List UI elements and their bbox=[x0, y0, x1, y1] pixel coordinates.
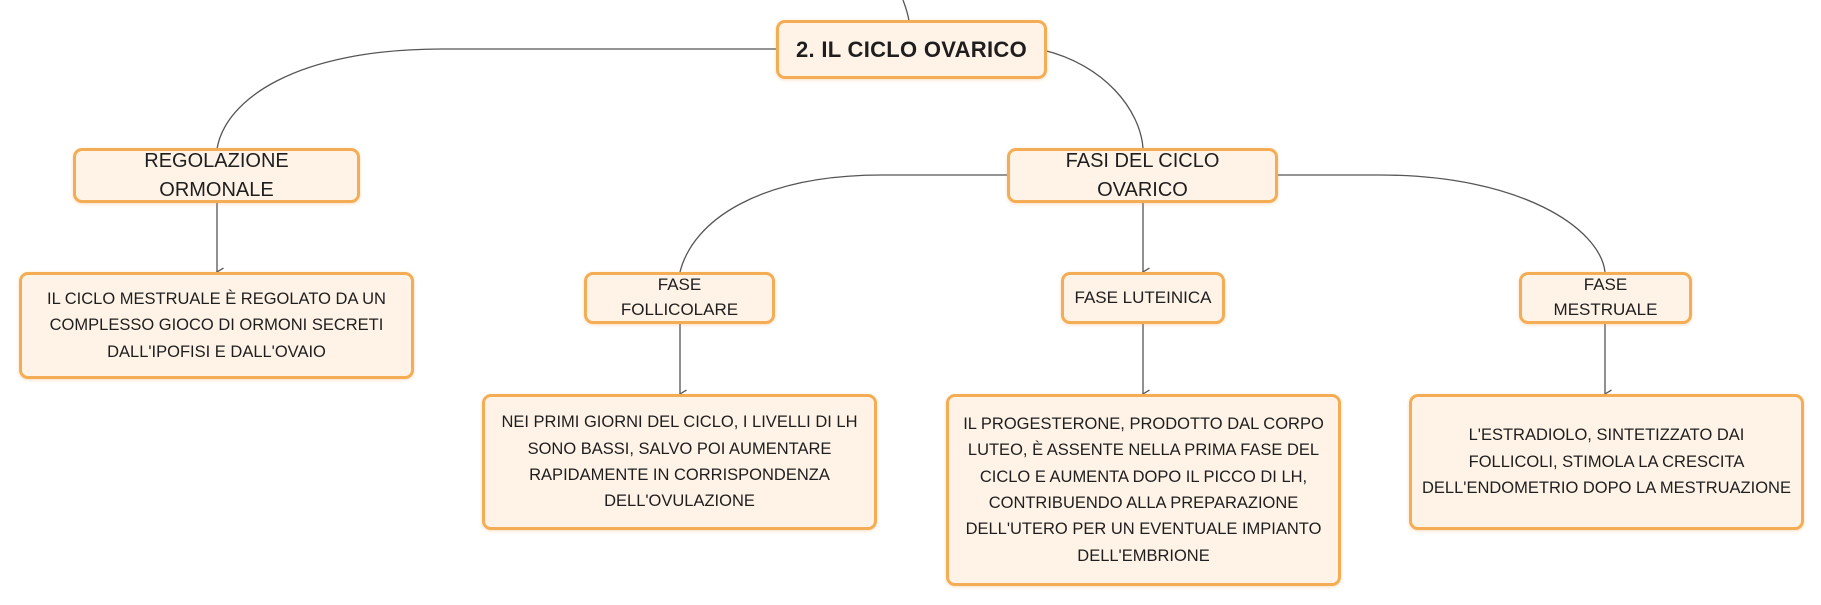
connector-root-phases bbox=[1042, 49, 1144, 149]
phase-follicolare-label: FASE FOLLICOLARE bbox=[620, 275, 739, 319]
phase-follicolare-node[interactable]: FASE FOLLICOLARE bbox=[584, 272, 775, 324]
phase-luteinica-description-text: IL PROGESTERONE, PRODOTTO DAL CORPO LUTE… bbox=[963, 414, 1324, 565]
phase-mestruale-label: FASE MESTRUALE bbox=[1553, 275, 1658, 319]
phase-mestruale-node[interactable]: FASE MESTRUALE bbox=[1519, 272, 1692, 324]
regulation-description-text: IL CICLO MESTRUALE È REGOLATO DA UN COMP… bbox=[47, 289, 386, 361]
phases-node-label: FASI DEL CICLO OVARICO bbox=[1065, 149, 1220, 201]
phase-follicolare-description-text: NEI PRIMI GIORNI DEL CICLO, I LIVELLI DI… bbox=[501, 413, 858, 511]
phase-luteinica-node[interactable]: FASE LUTEINICA bbox=[1061, 272, 1225, 324]
connector-root-regulation bbox=[216, 48, 776, 150]
phases-node[interactable]: FASI DEL CICLO OVARICO bbox=[1007, 148, 1278, 203]
phase-follicolare-description-node[interactable]: NEI PRIMI GIORNI DEL CICLO, I LIVELLI DI… bbox=[482, 394, 877, 530]
phase-mestruale-description-node[interactable]: L'ESTRADIOLO, SINTETIZZATO DAI FOLLICOLI… bbox=[1409, 394, 1804, 530]
incoming-connector bbox=[902, 0, 910, 22]
root-node[interactable]: 2. IL CICLO OVARICO bbox=[776, 20, 1047, 79]
regulation-node[interactable]: REGOLAZIONE ORMONALE bbox=[73, 148, 360, 203]
root-node-label: 2. IL CICLO OVARICO bbox=[795, 36, 1028, 62]
connector-phases-follicolare bbox=[679, 174, 1007, 273]
phase-mestruale-description-text: L'ESTRADIOLO, SINTETIZZATO DAI FOLLICOLI… bbox=[1422, 426, 1791, 498]
phase-luteinica-label: FASE LUTEINICA bbox=[1074, 287, 1212, 307]
regulation-node-label: REGOLAZIONE ORMONALE bbox=[144, 149, 289, 201]
phase-luteinica-description-node[interactable]: IL PROGESTERONE, PRODOTTO DAL CORPO LUTE… bbox=[946, 394, 1341, 586]
regulation-description-node[interactable]: IL CICLO MESTRUALE È REGOLATO DA UN COMP… bbox=[19, 272, 414, 379]
connector-phases-mestruale bbox=[1278, 174, 1606, 273]
